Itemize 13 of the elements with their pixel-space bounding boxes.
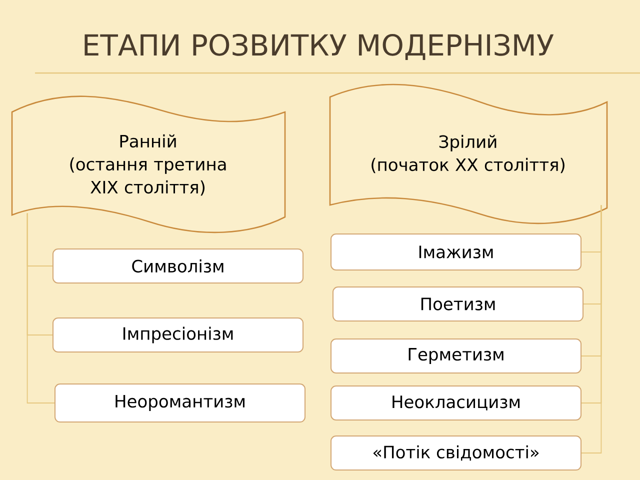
connector-line — [26, 212, 55, 404]
category-box: Герметизм — [330, 338, 582, 374]
connector-line — [581, 204, 602, 454]
category-box: Символізм — [52, 248, 304, 284]
title: ЕТАПИ РОЗВИТКУ МОДЕРНІЗМУ — [84, 34, 554, 60]
banner: Ранній (остання третина XIX століття) — [11, 96, 286, 234]
category-box: Поетизм — [332, 286, 584, 322]
category-box: Імажизм — [330, 234, 582, 270]
banner: Зрілий (початок XX століття) — [329, 84, 608, 224]
category-box: Імпресіонізм — [52, 318, 304, 352]
category-box: Неоромантизм — [54, 384, 306, 422]
category-box: Неокласицизм — [330, 386, 582, 420]
category-box: «Потік свідомості» — [330, 436, 582, 470]
